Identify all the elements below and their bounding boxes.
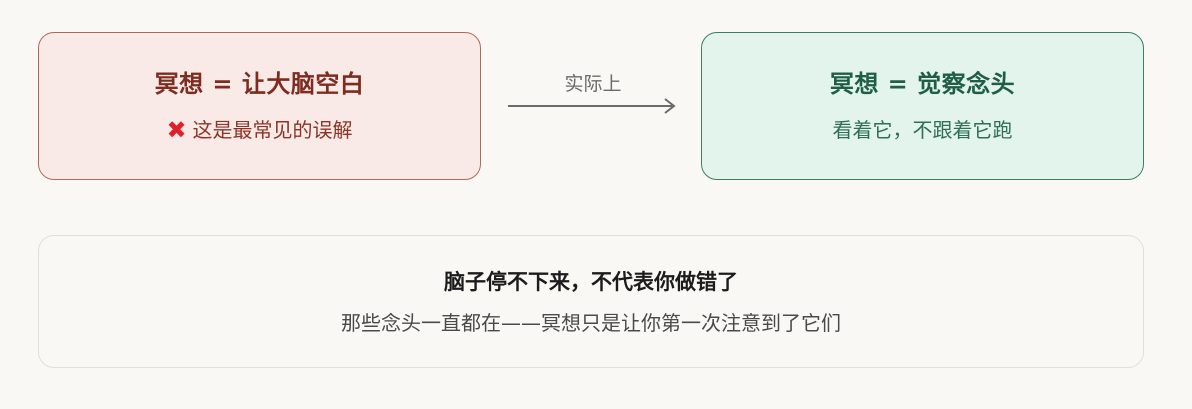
arrow-label: 实际上 [564, 73, 622, 95]
right-arrow-icon [508, 98, 676, 114]
cross-mark-icon: ✖ [166, 116, 187, 144]
transition-arrow: 实际上 [505, 70, 681, 120]
correct-subtitle: 看着它，不跟着它跑 [832, 118, 1013, 142]
misconception-subtitle-row: ✖ 这是最常见的误解 [166, 117, 352, 143]
misconception-subtitle: 这是最常见的误解 [192, 118, 353, 142]
reassurance-title: 脑子停不下来，不代表你做错了 [444, 269, 738, 294]
correct-understanding-card: 冥想 = 觉察念头 看着它，不跟着它跑 [701, 32, 1144, 180]
misconception-title: 冥想 = 让大脑空白 [154, 70, 365, 98]
reassurance-subtitle: 那些念头一直都在——冥想只是让你第一次注意到了它们 [341, 310, 841, 335]
correct-title: 冥想 = 觉察念头 [829, 70, 1016, 98]
reassurance-card: 脑子停不下来，不代表你做错了 那些念头一直都在——冥想只是让你第一次注意到了它们 [38, 235, 1144, 368]
misconception-card: 冥想 = 让大脑空白 ✖ 这是最常见的误解 [38, 32, 481, 180]
